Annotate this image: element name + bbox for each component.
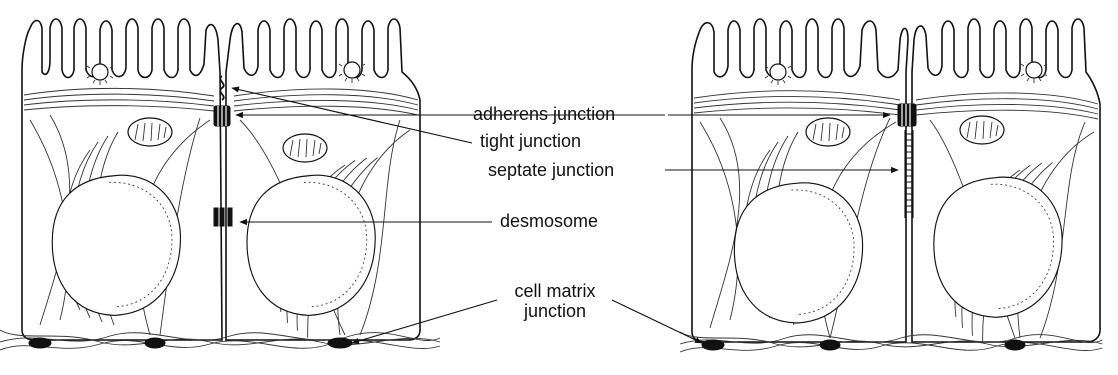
cell-matrix-junction-label: cell matrix junction bbox=[495, 281, 615, 321]
cell-matrix-label-line2: junction bbox=[495, 301, 615, 321]
tight-junction-label: tight junction bbox=[480, 131, 581, 151]
right-panel bbox=[680, 19, 1102, 352]
desmosome-label: desmosome bbox=[500, 211, 598, 231]
septate-junction-label: septate junction bbox=[488, 160, 614, 180]
cell-matrix-label-line1: cell matrix bbox=[495, 281, 615, 301]
left-panel bbox=[0, 19, 440, 350]
adherens-junction-label: adherens junction bbox=[473, 104, 615, 124]
cell-matrix-arrow-right bbox=[612, 300, 702, 343]
